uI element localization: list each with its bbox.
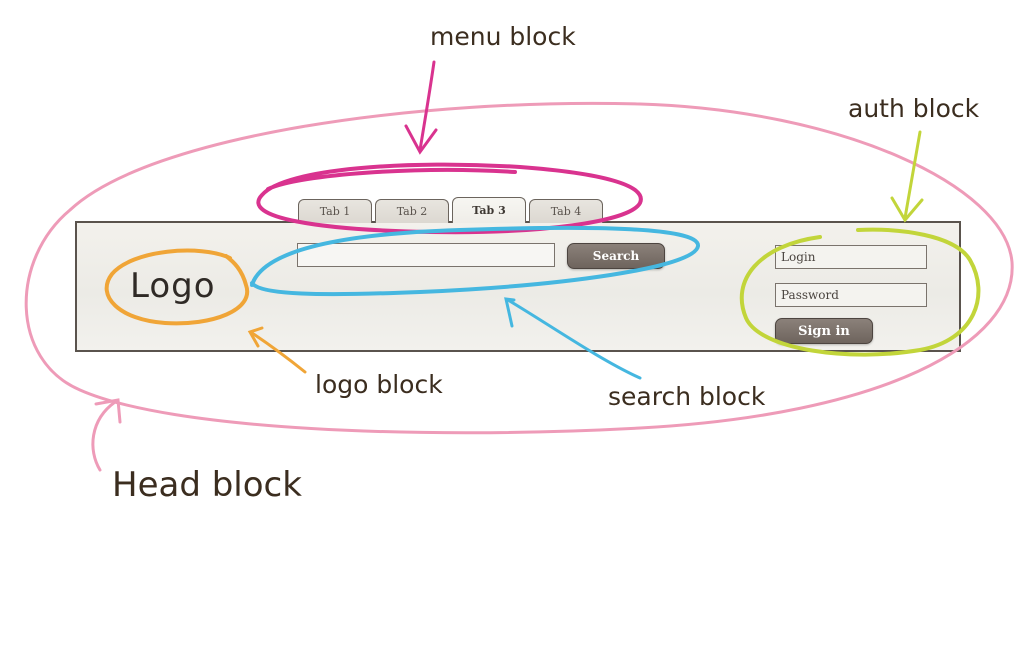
tab-4[interactable]: Tab 4: [529, 199, 603, 223]
logo-block-label: logo block: [315, 370, 443, 399]
auth-block-label: auth block: [848, 94, 980, 123]
auth-arrow: [890, 130, 924, 223]
search-block-label: search block: [608, 382, 766, 411]
login-field[interactable]: [775, 245, 927, 269]
logo: Logo: [130, 266, 216, 306]
menu-arrow: [404, 60, 438, 155]
head-block-label: Head block: [112, 465, 302, 505]
tab-bar: Tab 1 Tab 2 Tab 3 Tab 4: [298, 197, 603, 224]
tab-2[interactable]: Tab 2: [375, 199, 449, 223]
menu-block-label: menu block: [430, 22, 576, 51]
tab-3[interactable]: Tab 3: [452, 197, 526, 223]
search-input[interactable]: [297, 243, 555, 267]
sign-in-button[interactable]: Sign in: [775, 318, 873, 344]
password-field[interactable]: [775, 283, 927, 307]
search-button[interactable]: Search: [567, 243, 665, 269]
tab-1[interactable]: Tab 1: [298, 199, 372, 223]
head-arrow: [91, 398, 122, 472]
